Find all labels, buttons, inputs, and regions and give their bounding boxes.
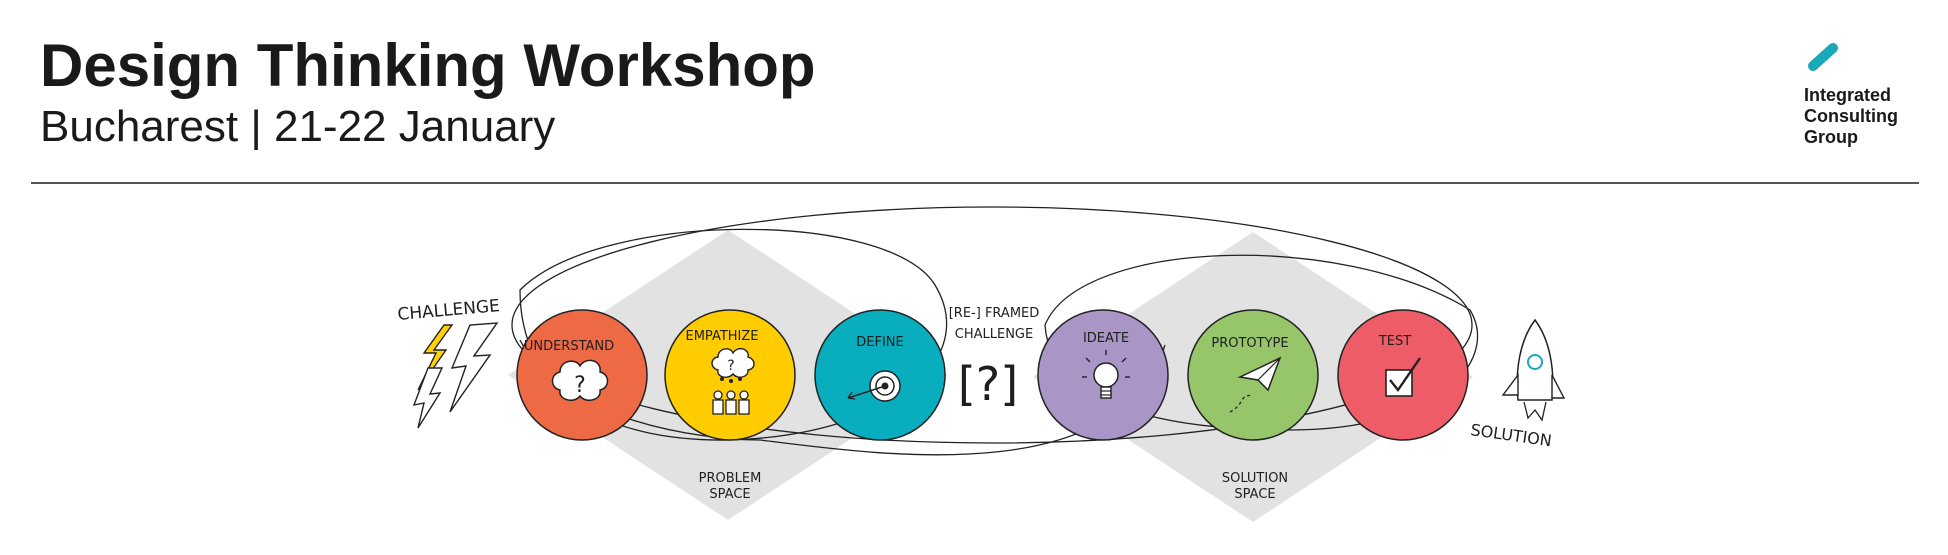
page-header: Design Thinking Workshop Bucharest | 21-… (0, 0, 1948, 185)
lightning-icon (412, 322, 499, 429)
reframed-line-1: [RE-] FRAMED (949, 306, 1040, 321)
stage-ideate: IDEATE (1037, 309, 1169, 441)
svg-text:?: ? (574, 373, 586, 398)
stage-prototype-label: PROTOTYPE (1211, 336, 1288, 351)
logo-line-3: Group (1804, 127, 1858, 147)
stage-test-label: TEST (1378, 334, 1411, 349)
stage-understand-label: UNDERSTAND (524, 339, 614, 354)
logo-line-1: Integrated (1804, 85, 1892, 105)
rocket-icon (1501, 318, 1566, 422)
design-thinking-diagram: CHALLENGE UNDERSTAND ? EMPATHIZE ? (0, 190, 1948, 550)
reframed-symbol: [?] (958, 357, 1018, 411)
stage-ideate-label: IDEATE (1083, 331, 1129, 346)
checkbox-icon (1385, 357, 1421, 397)
people-thinking-icon: ? (711, 347, 755, 415)
logo-line-2: Consulting (1804, 106, 1898, 126)
solution-space-line-2: SPACE (1234, 487, 1275, 502)
stage-empathize-label: EMPATHIZE (686, 329, 759, 344)
target-arrow-icon (847, 370, 901, 402)
diagram-canvas: CHALLENGE UNDERSTAND ? EMPATHIZE ? (397, 206, 1566, 522)
solution-label: SOLUTION (1469, 420, 1552, 450)
page-subtitle: Bucharest | 21-22 January (40, 102, 556, 151)
stage-understand: UNDERSTAND ? (516, 309, 648, 441)
problem-space-line-2: SPACE (709, 487, 750, 502)
stage-test: TEST (1337, 309, 1469, 441)
svg-text:?: ? (727, 358, 734, 374)
lightbulb-icon (1082, 350, 1130, 399)
stage-define-label: DEFINE (856, 335, 903, 350)
stage-empathize: EMPATHIZE ? (664, 309, 796, 441)
logo-text: Integrated Consulting Group (1804, 85, 1934, 148)
stage-define: DEFINE (814, 309, 946, 441)
challenge-label: CHALLENGE (397, 296, 501, 325)
reframed-line-2: CHALLENGE (955, 327, 1033, 342)
solution-space-line-1: SOLUTION (1222, 471, 1288, 486)
header-divider (31, 182, 1919, 184)
outer-loop (511, 206, 1473, 444)
stage-prototype: PROTOTYPE (1187, 309, 1319, 441)
thought-cloud-question-icon: ? (551, 359, 609, 401)
logo-mark-icon (1808, 43, 1838, 71)
problem-space-line-1: PROBLEM (699, 471, 762, 486)
page-title: Design Thinking Workshop (40, 32, 816, 99)
paper-plane-icon (1229, 356, 1282, 413)
company-logo: Integrated Consulting Group (1800, 40, 1930, 150)
